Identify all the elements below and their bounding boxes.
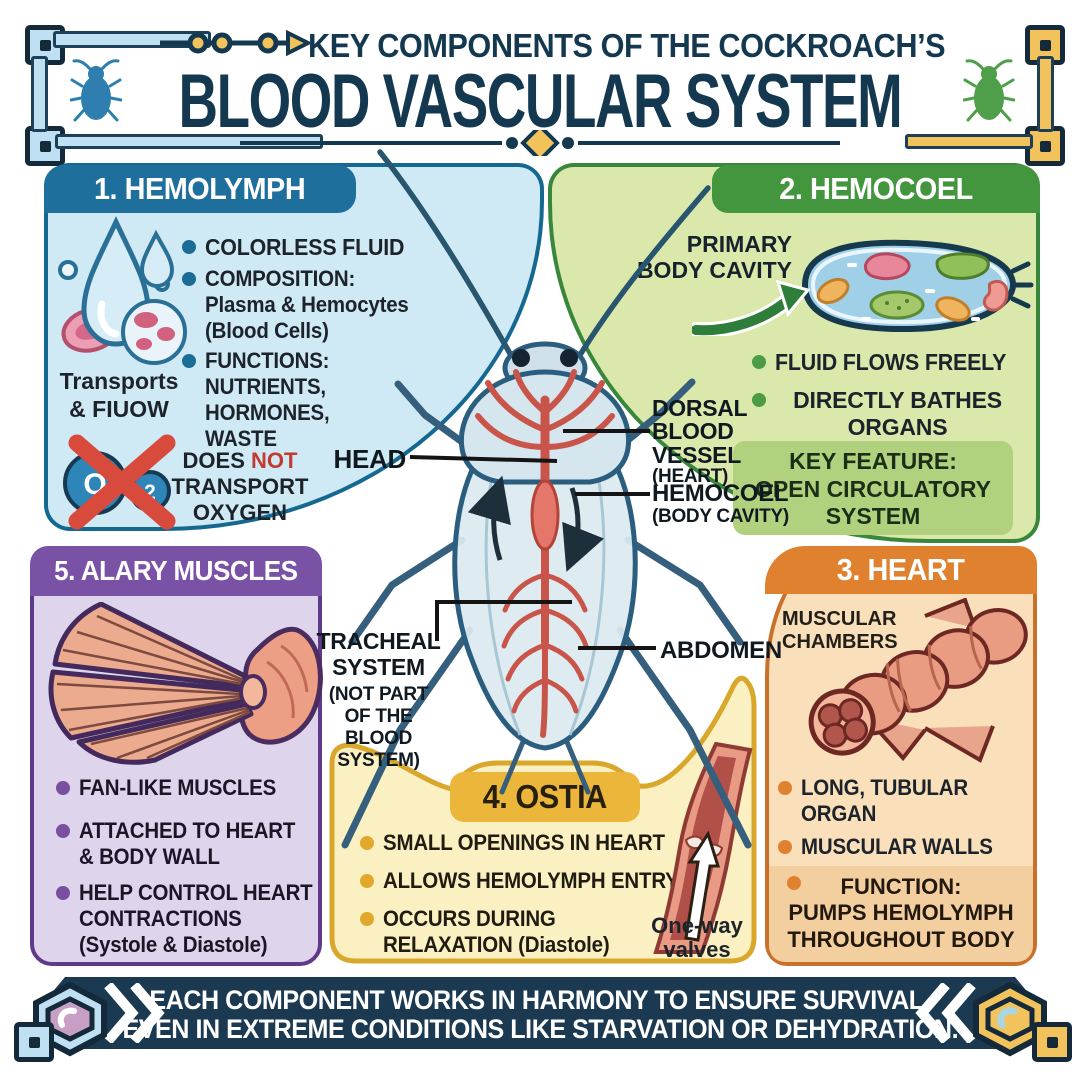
header-ostia: 4. OSTIA — [450, 772, 640, 822]
alary-bullet-2: ATTACHED TO HEART & BODY WALL — [56, 818, 311, 870]
footer-node-right — [1032, 1022, 1072, 1062]
droplet-cells-illustration — [58, 216, 187, 365]
bullet-dot — [360, 836, 374, 850]
hemocoel-primary-cavity-label: PRIMARY BODY CAVITY — [636, 231, 792, 284]
bullet-dot — [360, 912, 374, 926]
bullet-text: COMPOSITION: Plasma & Hemocytes (Blood C… — [205, 266, 409, 343]
hemocoel-bullet-2: DIRECTLY BATHES ORGANS — [752, 387, 1020, 441]
bullet-dot — [778, 781, 792, 795]
footer-line-1: EACH COMPONENT WORKS IN HARMONY TO ENSUR… — [149, 985, 931, 1015]
title-divider-decoration — [240, 130, 840, 156]
heart-chambers-label: MUSCULAR CHAMBERS — [782, 608, 898, 653]
label-hemocoel-sub: (BODY CAVITY) — [652, 506, 789, 527]
frame-beam-left-vertical — [31, 56, 48, 132]
header-heart: 3. HEART — [765, 546, 1037, 594]
hemocoel-key-feature: KEY FEATURE: OPEN CIRCULATORY SYSTEM — [733, 441, 1013, 535]
green-arrow — [692, 279, 810, 336]
title-kicker: KEY COMPONENTS OF THE COCKROACH’S — [308, 27, 946, 64]
label-hemocoel: HEMOCOEL — [652, 480, 789, 507]
hemolymph-caption: Transports & FIUOW — [59, 368, 179, 422]
alary-bullet-1: FAN-LIKE MUSCLES — [56, 775, 291, 801]
bullet-dot — [182, 240, 196, 254]
note-rest: TRANSPORT OXYGEN — [171, 473, 309, 525]
header-hemolymph: 1. HEMOLYMPH — [44, 165, 356, 213]
bullet-text: LONG, TUBULAR ORGAN — [801, 775, 968, 826]
note-not: NOT — [251, 448, 298, 473]
frame-beam-right-vertical — [1037, 56, 1054, 132]
alary-muscles-illustration — [48, 602, 323, 765]
leader-lines — [409, 429, 656, 650]
one-way-valves-label: One-way valves — [651, 913, 743, 963]
footer-chevrons-right — [915, 983, 976, 1043]
bullet-dot — [182, 272, 196, 286]
heart-bullet-2: MUSCULAR WALLS — [778, 834, 1007, 860]
bullet-dot — [56, 886, 70, 900]
header-alary-muscles: 5. ALARY MUSCLES — [30, 546, 322, 596]
cockroach-icon-blue — [70, 59, 122, 122]
bullet-text: ATTACHED TO HEART & BODY WALL — [79, 818, 296, 869]
bullet-text: FUNCTIONS: NUTRIENTS, HORMONES, WASTE — [205, 348, 330, 451]
label-dorsal-sub: (HEART) — [652, 466, 728, 487]
bullet-dot — [182, 354, 196, 368]
header-hemocoel: 2. HEMOCOEL — [712, 165, 1040, 213]
alary-bullet-3: HELP CONTROL HEART CONTRACTIONS (Systole… — [56, 880, 330, 958]
cockroach-icon-green — [963, 59, 1015, 122]
hemolymph-bullet-3: FUNCTIONS: NUTRIENTS, HORMONES, WASTE — [182, 348, 339, 452]
body-cavity-illustration — [801, 239, 1034, 333]
hemolymph-bullet-2: COMPOSITION: Plasma & Hemocytes (Blood C… — [182, 266, 424, 344]
tubular-heart-illustration — [808, 598, 1028, 763]
bullet-text: FAN-LIKE MUSCLES — [79, 775, 277, 800]
heart-function-bullet-dot — [787, 876, 801, 890]
bullet-text: DIRECTLY BATHES ORGANS — [793, 387, 1002, 441]
label-tracheal-system: TRACHEAL SYSTEM — [316, 628, 441, 681]
heart-bullet-1: LONG, TUBULAR ORGAN — [778, 775, 981, 827]
flow-arrows — [467, 475, 605, 572]
bullet-text: FLUID FLOWS FREELY — [775, 349, 1007, 375]
bullet-dot — [56, 824, 70, 838]
title-dotted-arrow-decoration — [160, 29, 310, 57]
bullet-text: ALLOWS HEMOLYMPH ENTRY — [383, 868, 679, 893]
hexagon-decor-right — [973, 981, 1047, 1057]
footer-banner — [35, 977, 1045, 1049]
footer-node-left — [14, 1022, 54, 1062]
bullet-dot — [778, 840, 792, 854]
bullet-dot — [360, 874, 374, 888]
label-dorsal-blood-vessel: DORSAL BLOOD VESSEL — [652, 395, 748, 468]
page-title: BLOOD VASCULAR SYSTEM — [178, 59, 903, 144]
heart-function-box: FUNCTION: PUMPS HEMOLYMPH THROUGHOUT BOD… — [769, 866, 1033, 962]
svg-text:2: 2 — [144, 481, 156, 504]
hemolymph-oxygen-note: DOES NOT TRANSPORT OXYGEN — [140, 448, 340, 526]
red-x-icon — [68, 434, 176, 530]
label-abdomen: ABDOMEN — [660, 637, 782, 664]
ostia-bullet-1: SMALL OPENINGS IN HEART — [360, 830, 686, 856]
bullet-text: OCCURS DURING RELAXATION (Diastole) — [383, 906, 610, 957]
bullet-text: HELP CONTROL HEART CONTRACTIONS (Systole… — [79, 880, 313, 957]
footer-line-2: EVEN IN EXTREME CONDITIONS LIKE STARVATI… — [122, 1014, 958, 1044]
ostia-bullet-3: OCCURS DURING RELAXATION (Diastole) — [360, 906, 627, 958]
bullet-dot — [56, 781, 70, 795]
label-head: HEAD — [333, 444, 407, 474]
bullet-dot — [752, 355, 766, 369]
footer-chevrons-left — [104, 983, 165, 1043]
note-pre: DOES — [182, 448, 251, 473]
bullet-dot — [752, 393, 766, 407]
label-tracheal-sub: (NOT PART OF THE BLOOD SYSTEM) — [328, 684, 429, 771]
hemocoel-bullet-1: FLUID FLOWS FREELY — [752, 349, 1024, 376]
no-oxygen-icon: O 2 — [63, 434, 176, 530]
frame-beam-bottom-right — [905, 134, 1033, 149]
ostia-bullet-2: ALLOWS HEMOLYMPH ENTRY — [360, 868, 701, 894]
bullet-text: MUSCULAR WALLS — [801, 834, 993, 859]
